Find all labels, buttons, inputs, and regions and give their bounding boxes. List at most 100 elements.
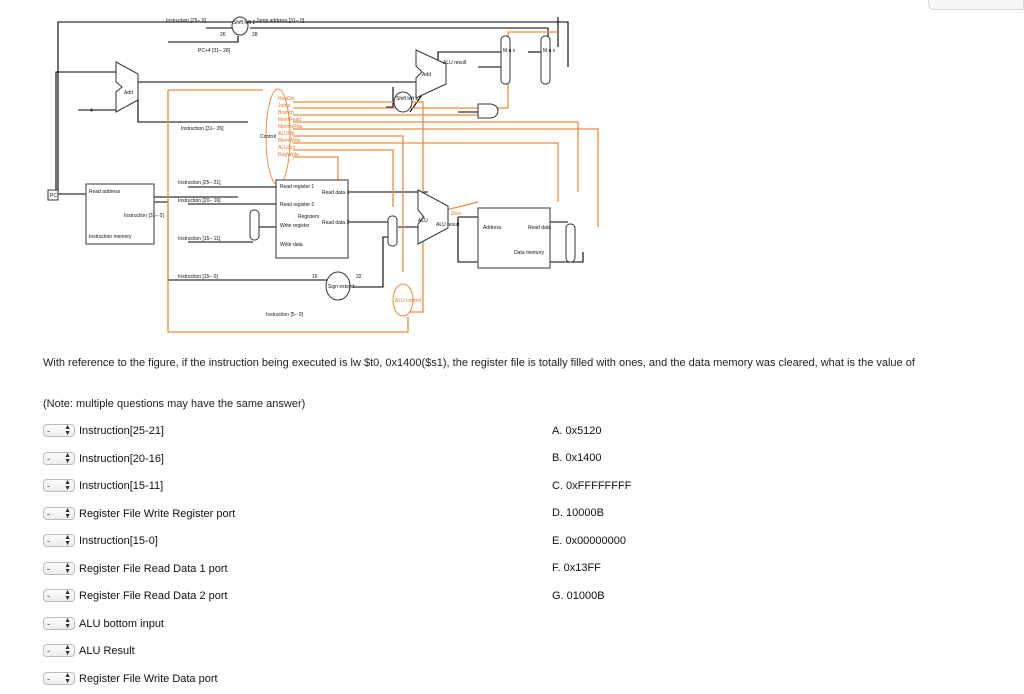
read-data-label: Read data [528, 225, 551, 231]
select-arrows-icon: ▲▼ [64, 561, 71, 575]
answer-select[interactable]: - ▲▼ [43, 424, 75, 437]
four-label: 4 [90, 108, 93, 114]
select-arrows-icon: ▲▼ [64, 616, 71, 630]
select-value: - [47, 645, 50, 656]
select-value: - [47, 563, 50, 574]
item-label: ALU Result [79, 644, 135, 657]
item-label: Register File Read Data 1 port [79, 562, 228, 575]
select-value: - [47, 425, 50, 436]
answer-option: B. 0x1400 [552, 452, 602, 464]
shift-label-2: Shift left 2 [396, 96, 418, 102]
instruction-out-label: Instruction [31– 0] [124, 213, 164, 219]
answer-select[interactable]: -▲▼ [43, 452, 75, 465]
match-row: -▲▼ Instruction[20-16] [43, 450, 164, 467]
instr-31-26-label: Instruction [31– 26] [181, 126, 224, 132]
ctrl-signal-3: MemRead [278, 117, 301, 123]
add-label-2: Add [422, 72, 431, 78]
regdst-mux [249, 209, 260, 241]
item-label: Register File Read Data 2 port [79, 589, 228, 602]
pc-register [47, 189, 59, 201]
mux-label-2: M u x [543, 48, 556, 54]
match-row: - ▲▼ Instruction[15-0] [43, 532, 158, 549]
ctrl-signal-5: ALUOp [278, 131, 295, 137]
address-label: Address [483, 225, 502, 231]
match-row: - ▲▼ Register File Write Register port [43, 505, 235, 522]
answer-select[interactable]: - ▲▼ [43, 507, 75, 520]
match-row: - ▲▼ Register File Read Data 1 port [43, 560, 228, 577]
question-note: (Note: multiple questions may have the s… [43, 398, 306, 410]
answer-option: A. 0x5120 [552, 425, 602, 437]
answer-select[interactable]: - ▲▼ [43, 479, 75, 492]
control-label: Control [260, 134, 276, 140]
item-label: Instruction[25-21] [79, 424, 164, 437]
select-value: - [47, 508, 50, 519]
shift-label-1: Shift left 2 [233, 20, 255, 26]
alusrc-mux [387, 215, 398, 247]
n32-label: 32 [356, 274, 362, 280]
alu-control [392, 283, 414, 317]
main-alu [417, 189, 449, 245]
alu-control-label: ALU control [395, 298, 421, 304]
item-label: Instruction[15-0] [79, 534, 158, 547]
match-row: -▲▼ Register File Write Data port [43, 670, 218, 687]
branch-adder [415, 49, 447, 99]
answer-select[interactable]: -▲▼ [43, 644, 75, 657]
select-value: - [47, 480, 50, 491]
instr-25-21-label: Instruction [25– 21] [178, 180, 221, 186]
answer-option: E. 0x00000000 [552, 535, 627, 547]
instr-25-0-label: Instruction [25– 0] [166, 18, 206, 24]
window-corner [928, 0, 1024, 10]
match-row: - ▲▼ Instruction[25-21] [43, 422, 164, 439]
registers-label: Registers [298, 214, 320, 220]
item-label: Instruction[20-16] [79, 452, 164, 465]
instr-5-0-label: Instruction [5– 0] [266, 312, 304, 318]
instr-15-0-label: Instruction [15– 0] [178, 274, 218, 280]
answer-select[interactable]: - ▲▼ [43, 617, 75, 630]
select-arrows-icon: ▲▼ [64, 423, 71, 437]
question-text: With reference to the figure, if the ins… [43, 357, 915, 369]
register-file [275, 179, 349, 259]
alu-result-label-2: ALU result [436, 222, 460, 228]
alu-result-label-1: ALU result [443, 60, 467, 66]
ctrl-signal-8: RegWrite [278, 152, 299, 158]
match-row: -▲▼ ALU Result [43, 642, 135, 659]
select-arrows-icon: ▲▼ [64, 478, 71, 492]
item-label: Instruction[15-11] [79, 479, 164, 492]
select-arrows-icon: ▲▼ [64, 451, 71, 465]
branch-and-gate [477, 103, 499, 119]
n16-label: 16 [312, 274, 318, 280]
answer-select[interactable]: -▲▼ [43, 589, 75, 602]
read-register-1-label: Read register 1 [280, 184, 314, 190]
pc-adder [115, 61, 139, 113]
sign-extend-label: Sign extend [328, 284, 355, 290]
select-arrows-icon: ▲▼ [64, 533, 71, 547]
answer-select[interactable]: - ▲▼ [43, 534, 75, 547]
select-value: - [47, 535, 50, 546]
read-data-2-label: Read data 2 [322, 220, 349, 226]
select-arrows-icon: ▲▼ [64, 588, 71, 602]
shift-left-jump [231, 16, 249, 36]
ctrl-signal-2: Branch [278, 110, 294, 116]
mux-label-1: M u x [503, 48, 516, 54]
instruction-memory-label: Instruction memory [89, 234, 132, 240]
write-data-label: Write data [280, 242, 303, 248]
answer-select[interactable]: -▲▼ [43, 672, 75, 685]
data-memory-label: Data memory [514, 250, 545, 256]
read-address-label: Read address [89, 189, 121, 195]
item-label: ALU bottom input [79, 617, 164, 630]
ctrl-signal-7: ALUSrc [278, 145, 296, 151]
datapath-figure: PC Read address Instruction [31– 0] Inst… [47, 16, 599, 333]
answer-option: F. 0x13FF [552, 562, 601, 574]
answer-option: D. 10000B [552, 507, 604, 519]
item-label: Register File Write Register port [79, 507, 236, 520]
ctrl-signal-6: MemWrite [278, 138, 301, 144]
jump-mux [540, 35, 551, 85]
select-value: - [47, 673, 50, 684]
answer-option: G. 01000B [552, 590, 605, 602]
select-arrows-icon: ▲▼ [64, 506, 71, 520]
select-value: - [47, 618, 50, 629]
ctrl-signal-4: MemtoReg [278, 124, 303, 130]
answer-select[interactable]: - ▲▼ [43, 562, 75, 575]
instr-15-11-label: Instruction [15– 11] [178, 236, 221, 242]
shift-left-branch [393, 91, 413, 113]
